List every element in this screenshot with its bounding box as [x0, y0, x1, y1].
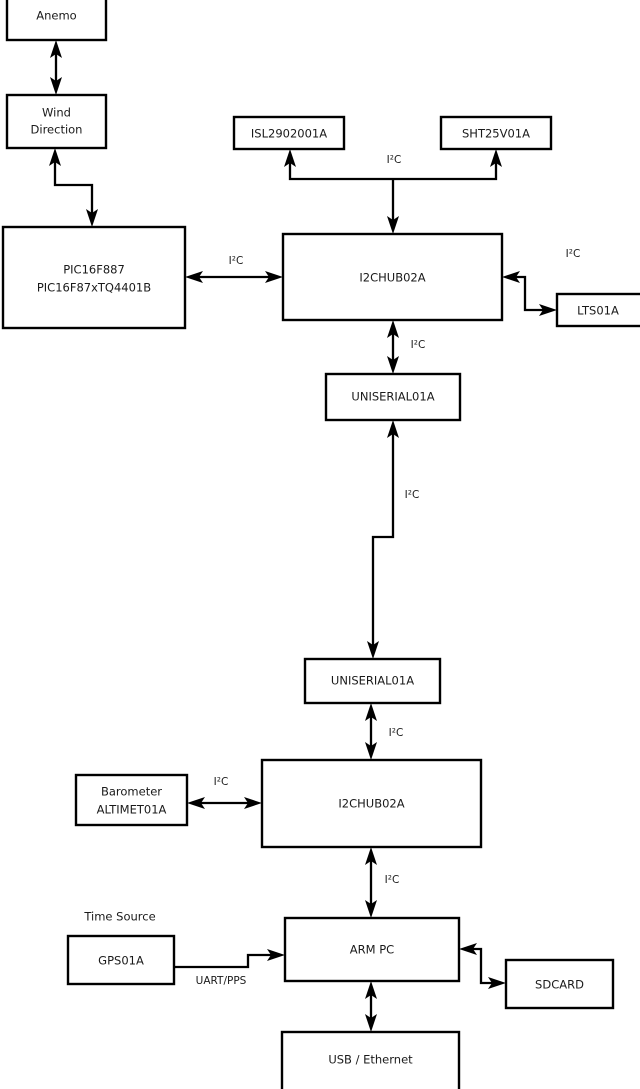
node-label-barometer-line2: ALTIMET01A [97, 803, 167, 817]
edge-label-hub-sensors: I²C [387, 154, 402, 166]
arrow-head-down [387, 356, 399, 374]
arrow-head-left-hub [502, 271, 520, 283]
node-label-arm-pc: ARM PC [350, 943, 394, 957]
arrow-head-down [367, 641, 379, 659]
edge-uniserial-hub2: I²C [365, 703, 403, 760]
node-label-wind-direction-line2: Direction [31, 123, 83, 137]
node-label-pic-line1: PIC16F887 [63, 263, 125, 277]
node-lts01a[interactable]: LTS01A [555, 292, 640, 328]
arrow-head-right-sdcard [488, 977, 506, 989]
edge-hub2-armpc: I²C [365, 847, 399, 918]
edge-pic-hub: I²C [185, 255, 283, 283]
edge-wind-pic [49, 148, 98, 227]
arrow-head-left-armpc [459, 943, 477, 955]
node-anemo[interactable]: Anemo [5, 0, 108, 42]
arrow-head-up [365, 981, 377, 999]
arrow-head-right [267, 949, 285, 961]
node-label-pic-line2: PIC16F87xTQ4401B [37, 281, 151, 295]
arrow-head-up-sht [490, 149, 502, 167]
node-arm-pc[interactable]: ARM PC [283, 916, 461, 983]
edge-label-gps-armpc: UART/PPS [196, 975, 247, 987]
arrow-head-up [49, 148, 61, 166]
node-label-isl2902001a: ISL2902001A [251, 127, 327, 141]
node-label-sdcard: SDCARD [535, 978, 584, 992]
arrow-head-up-isl [284, 149, 296, 167]
edge-hub-lts: I²C [502, 248, 580, 316]
arrow-head-left [187, 797, 205, 809]
node-sht25v01a[interactable]: SHT25V01A [439, 115, 553, 151]
edge-label-uniserial-link: I²C [405, 489, 420, 501]
node-label-uniserial01a-lower: UNISERIAL01A [331, 674, 414, 688]
edge-label-hub-uniserial: I²C [411, 339, 426, 351]
edge-armpc-sdcard [459, 943, 506, 989]
arrow-head-up [387, 420, 399, 438]
edge-label-hub2-armpc: I²C [385, 874, 400, 886]
arrow-head-up [387, 320, 399, 338]
label-time-source: Time Source [83, 910, 155, 924]
node-label-i2chub02a-top: I2CHUB02A [359, 271, 425, 285]
edge-label-barometer-hub2: I²C [214, 776, 229, 788]
node-label-barometer-line1: Barometer [101, 785, 162, 799]
arrow-head-up [50, 40, 62, 58]
node-barometer-altimet01a[interactable]: Barometer ALTIMET01A [74, 773, 189, 827]
node-sdcard[interactable]: SDCARD [504, 958, 615, 1010]
edge-barometer-hub2: I²C [187, 776, 262, 809]
edge-label-pic-hub: I²C [229, 255, 244, 267]
node-label-wind-direction-line1: Wind [42, 106, 71, 120]
node-label-anemo: Anemo [36, 9, 76, 23]
node-label-uniserial01a-upper: UNISERIAL01A [351, 390, 434, 404]
node-gps01a[interactable]: GPS01A [66, 934, 176, 986]
node-pic-mcu[interactable]: PIC16F887 PIC16F87xTQ4401B [1, 225, 187, 330]
arrow-head-down [365, 1014, 377, 1032]
arrow-head-right-lts [539, 304, 557, 316]
node-uniserial01a-upper[interactable]: UNISERIAL01A [324, 372, 462, 422]
edge-hub-uniserial: I²C [387, 320, 425, 374]
node-label-gps01a: GPS01A [98, 954, 144, 968]
edge-uniserial-link: I²C [367, 420, 419, 659]
edge-gps-armpc: UART/PPS [174, 949, 285, 987]
node-i2chub02a-top[interactable]: I2CHUB02A [281, 232, 504, 322]
arrow-head-down [86, 209, 98, 227]
node-label-lts01a: LTS01A [577, 304, 619, 318]
arrow-head-right [265, 271, 283, 283]
edge-hub-sensors: I²C [284, 149, 502, 234]
node-label-sht25v01a: SHT25V01A [462, 127, 530, 141]
node-uniserial01a-lower[interactable]: UNISERIAL01A [303, 657, 442, 705]
arrow-head-down [365, 742, 377, 760]
arrow-head-up [365, 847, 377, 865]
arrow-head-down [50, 77, 62, 95]
node-usb-ethernet[interactable]: USB / Ethernet [280, 1030, 461, 1089]
node-label-usb-ethernet: USB / Ethernet [328, 1053, 413, 1067]
node-isl2902001a[interactable]: ISL2902001A [232, 115, 346, 151]
edge-armpc-usbeth [365, 981, 377, 1032]
node-label-i2chub02a-bottom: I2CHUB02A [338, 797, 404, 811]
edge-anemo-wind [50, 40, 62, 95]
node-wind-direction[interactable]: Wind Direction [5, 93, 108, 150]
arrow-head-up [365, 703, 377, 721]
arrow-head-left [185, 271, 203, 283]
arrow-head-down [365, 900, 377, 918]
arrow-head-down-hub [387, 216, 399, 234]
arrow-head-right [244, 797, 262, 809]
node-i2chub02a-bottom[interactable]: I2CHUB02A [260, 758, 483, 849]
edge-label-hub-lts: I²C [566, 248, 581, 260]
edge-label-uniserial-hub2: I²C [389, 727, 404, 739]
